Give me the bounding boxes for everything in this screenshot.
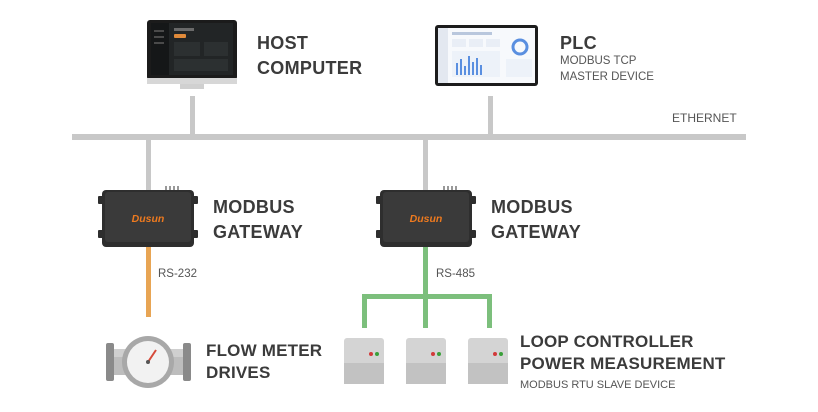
- gateway-right-icon: [376, 186, 476, 247]
- rs232-label: RS-232: [158, 268, 197, 280]
- gateway-left-line1: MODBUS: [213, 197, 295, 217]
- gateway-left-label: MODBUS GATEWAY: [213, 195, 303, 245]
- gateway-left-line2: GATEWAY: [213, 222, 304, 242]
- loop-controller-line2: POWER MEASUREMENT: [520, 354, 726, 373]
- rs232-line: [146, 247, 151, 317]
- loop-controller-line1: LOOP CONTROLLER: [520, 332, 694, 351]
- loop-controller-3-icon: [468, 338, 508, 384]
- flow-meter-icon: [106, 336, 191, 388]
- plc-drop: [488, 96, 493, 136]
- gateway-left-brand: Dusun: [132, 213, 165, 225]
- gateway-right-line1: MODBUS: [491, 197, 573, 217]
- rs485-label: RS-485: [436, 268, 475, 280]
- gateway-left-drop: [146, 138, 151, 190]
- gateway-right-line2: GATEWAY: [491, 222, 582, 242]
- loop-controller-1-icon: [344, 338, 384, 384]
- rs485-drop-3: [487, 294, 492, 328]
- host-drop: [190, 96, 195, 136]
- gateway-right-drop: [423, 138, 428, 190]
- rs485-drop-2: [423, 294, 428, 328]
- gateway-right-brand: Dusun: [410, 213, 443, 225]
- host-computer-icon: [147, 20, 237, 89]
- gateway-left-icon: [98, 186, 198, 247]
- plc-sub-line1: MODBUS TCP: [560, 55, 637, 67]
- flow-meter-line2: DRIVES: [206, 363, 271, 382]
- host-label: HOST COMPUTER: [257, 31, 362, 81]
- flow-meter-label: FLOW METER DRIVES: [206, 340, 322, 384]
- plc-sub-line2: MASTER DEVICE: [560, 71, 654, 83]
- plc-title: PLC: [560, 33, 597, 53]
- gateway-right-label: MODBUS GATEWAY: [491, 195, 581, 245]
- host-label-line1: HOST: [257, 33, 309, 53]
- loop-controller-sub: MODBUS RTU SLAVE DEVICE: [520, 379, 676, 391]
- ethernet-bus: [72, 134, 746, 140]
- flow-meter-line1: FLOW METER: [206, 341, 323, 360]
- loop-controller-2-icon: [406, 338, 446, 384]
- plc-monitor-icon: [435, 25, 538, 86]
- rs485-drop-1: [362, 294, 367, 328]
- plc-subtitle: MODBUS TCP MASTER DEVICE: [560, 53, 654, 85]
- ethernet-label: ETHERNET: [672, 111, 737, 125]
- host-label-line2: COMPUTER: [257, 58, 363, 78]
- loop-controller-label: LOOP CONTROLLER POWER MEASUREMENT: [520, 331, 726, 375]
- rs485-trunk: [423, 247, 428, 297]
